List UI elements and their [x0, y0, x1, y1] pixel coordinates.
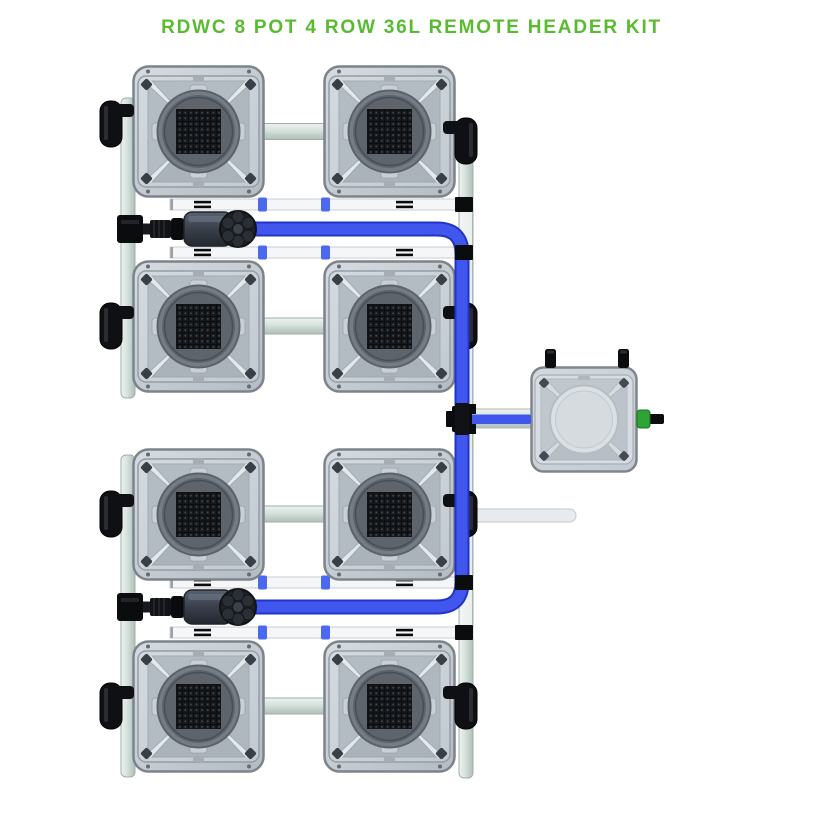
page-title: RDWC 8 POT 4 ROW 36L REMOTE HEADER KIT: [161, 17, 662, 38]
pot-row4-col1: [134, 642, 264, 772]
pot-row3-col1: [134, 450, 264, 580]
tank-feed-tube: [456, 414, 531, 424]
water-pump-top: [116, 210, 257, 248]
pot-row1-col2: [325, 67, 455, 197]
row1-return-pipe: [169, 197, 474, 212]
row2-return-pipe: [169, 245, 474, 260]
pot-row1-col1: [134, 67, 264, 197]
tank-top-port-right: [618, 349, 629, 368]
pot-row2-col1: [134, 262, 264, 392]
row4-return-pipe: [169, 625, 474, 640]
pot-row4-col2: [325, 642, 455, 772]
row4-link-pipe: [262, 697, 326, 715]
pot-row3-col2: [325, 450, 455, 580]
return-pipe-connectors: [455, 197, 473, 640]
pot-row2-col2: [325, 262, 455, 392]
tank-top-port-left: [545, 349, 556, 368]
cross-junction-fitting: [446, 403, 476, 435]
tank-drain-fitting: [636, 409, 664, 429]
tank-stub-pipe: [470, 508, 577, 523]
header-tank: [530, 366, 638, 473]
row2-link-pipe: [262, 317, 326, 335]
left-manifold-pipe-top: [120, 97, 136, 399]
row1-link-pipe: [262, 123, 326, 140]
water-pump-bottom: [116, 588, 257, 626]
row3-link-pipe: [262, 505, 326, 523]
